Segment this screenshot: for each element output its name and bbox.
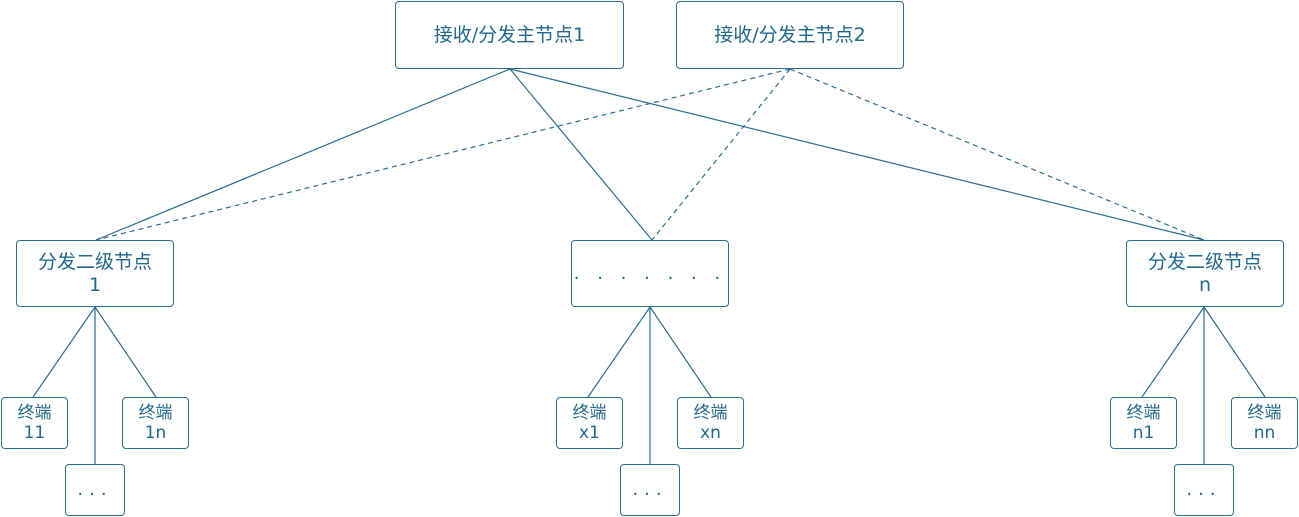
terminal-n1-line1: 终端 — [1126, 402, 1161, 423]
link-master1-secondary-n — [509, 68, 1205, 241]
terminal-more-1: ... — [65, 464, 125, 516]
link-secondary-x-terminal-xn — [649, 306, 712, 398]
secondary-node-1-line1: 分发二级节点 — [37, 250, 152, 273]
link-secondary1-terminal1n — [94, 306, 157, 398]
terminal-xn: 终端 xn — [677, 397, 744, 449]
terminal-xn-line1: 终端 — [693, 402, 728, 423]
terminal-nn: 终端 nn — [1231, 397, 1298, 449]
terminal-n1: 终端 n1 — [1110, 397, 1177, 449]
link-master2-secondary-n — [789, 68, 1205, 241]
terminal-n1-line2: n1 — [1132, 423, 1155, 443]
link-secondary-n-terminal-nn — [1203, 306, 1266, 398]
terminal-x1-line2: x1 — [579, 423, 600, 443]
terminal-1n-line2: 1n — [144, 423, 167, 443]
terminal-nn-line1: 终端 — [1247, 402, 1282, 423]
master-node-2: 接收/分发主节点2 — [676, 1, 904, 69]
secondary-node-ellipsis: . . . . . . . — [571, 240, 729, 307]
terminal-more-x-label: ... — [632, 479, 668, 501]
terminal-more-1-label: ... — [77, 479, 113, 501]
link-master2-secondary-x — [651, 68, 791, 241]
terminal-1n-line1: 终端 — [138, 402, 173, 423]
terminal-11-line2: 11 — [23, 423, 46, 443]
secondary-node-n-line2: n — [1198, 273, 1212, 296]
terminal-more-x: ... — [620, 464, 680, 516]
terminal-11: 终端 11 — [1, 397, 68, 449]
secondary-node-1: 分发二级节点 1 — [16, 240, 174, 307]
master-node-1: 接收/分发主节点1 — [395, 1, 624, 69]
link-secondary1-terminal11 — [32, 306, 96, 398]
secondary-node-n-line1: 分发二级节点 — [1147, 250, 1262, 273]
terminal-x1-line1: 终端 — [572, 402, 607, 423]
terminal-more-n-label: ... — [1186, 479, 1222, 501]
link-master1-secondary-x — [509, 68, 653, 241]
link-secondary-n-terminal-n1 — [1141, 306, 1205, 398]
link-master1-secondary1 — [95, 68, 511, 241]
terminal-11-line1: 终端 — [17, 402, 52, 423]
link-master2-secondary1 — [95, 68, 791, 241]
terminal-xn-line2: xn — [700, 423, 721, 443]
terminal-more-n: ... — [1174, 464, 1234, 516]
master-node-1-label: 接收/分发主节点1 — [433, 23, 586, 46]
secondary-node-1-line2: 1 — [88, 273, 102, 296]
terminal-nn-line2: nn — [1253, 423, 1276, 443]
terminal-x1: 终端 x1 — [556, 397, 623, 449]
master-node-2-label: 接收/分发主节点2 — [714, 23, 866, 46]
link-secondary-x-terminal-x1 — [587, 306, 651, 398]
terminal-1n: 终端 1n — [122, 397, 189, 449]
secondary-node-n: 分发二级节点 n — [1126, 240, 1284, 307]
secondary-node-ellipsis-label: . . . . . . . — [573, 262, 727, 284]
